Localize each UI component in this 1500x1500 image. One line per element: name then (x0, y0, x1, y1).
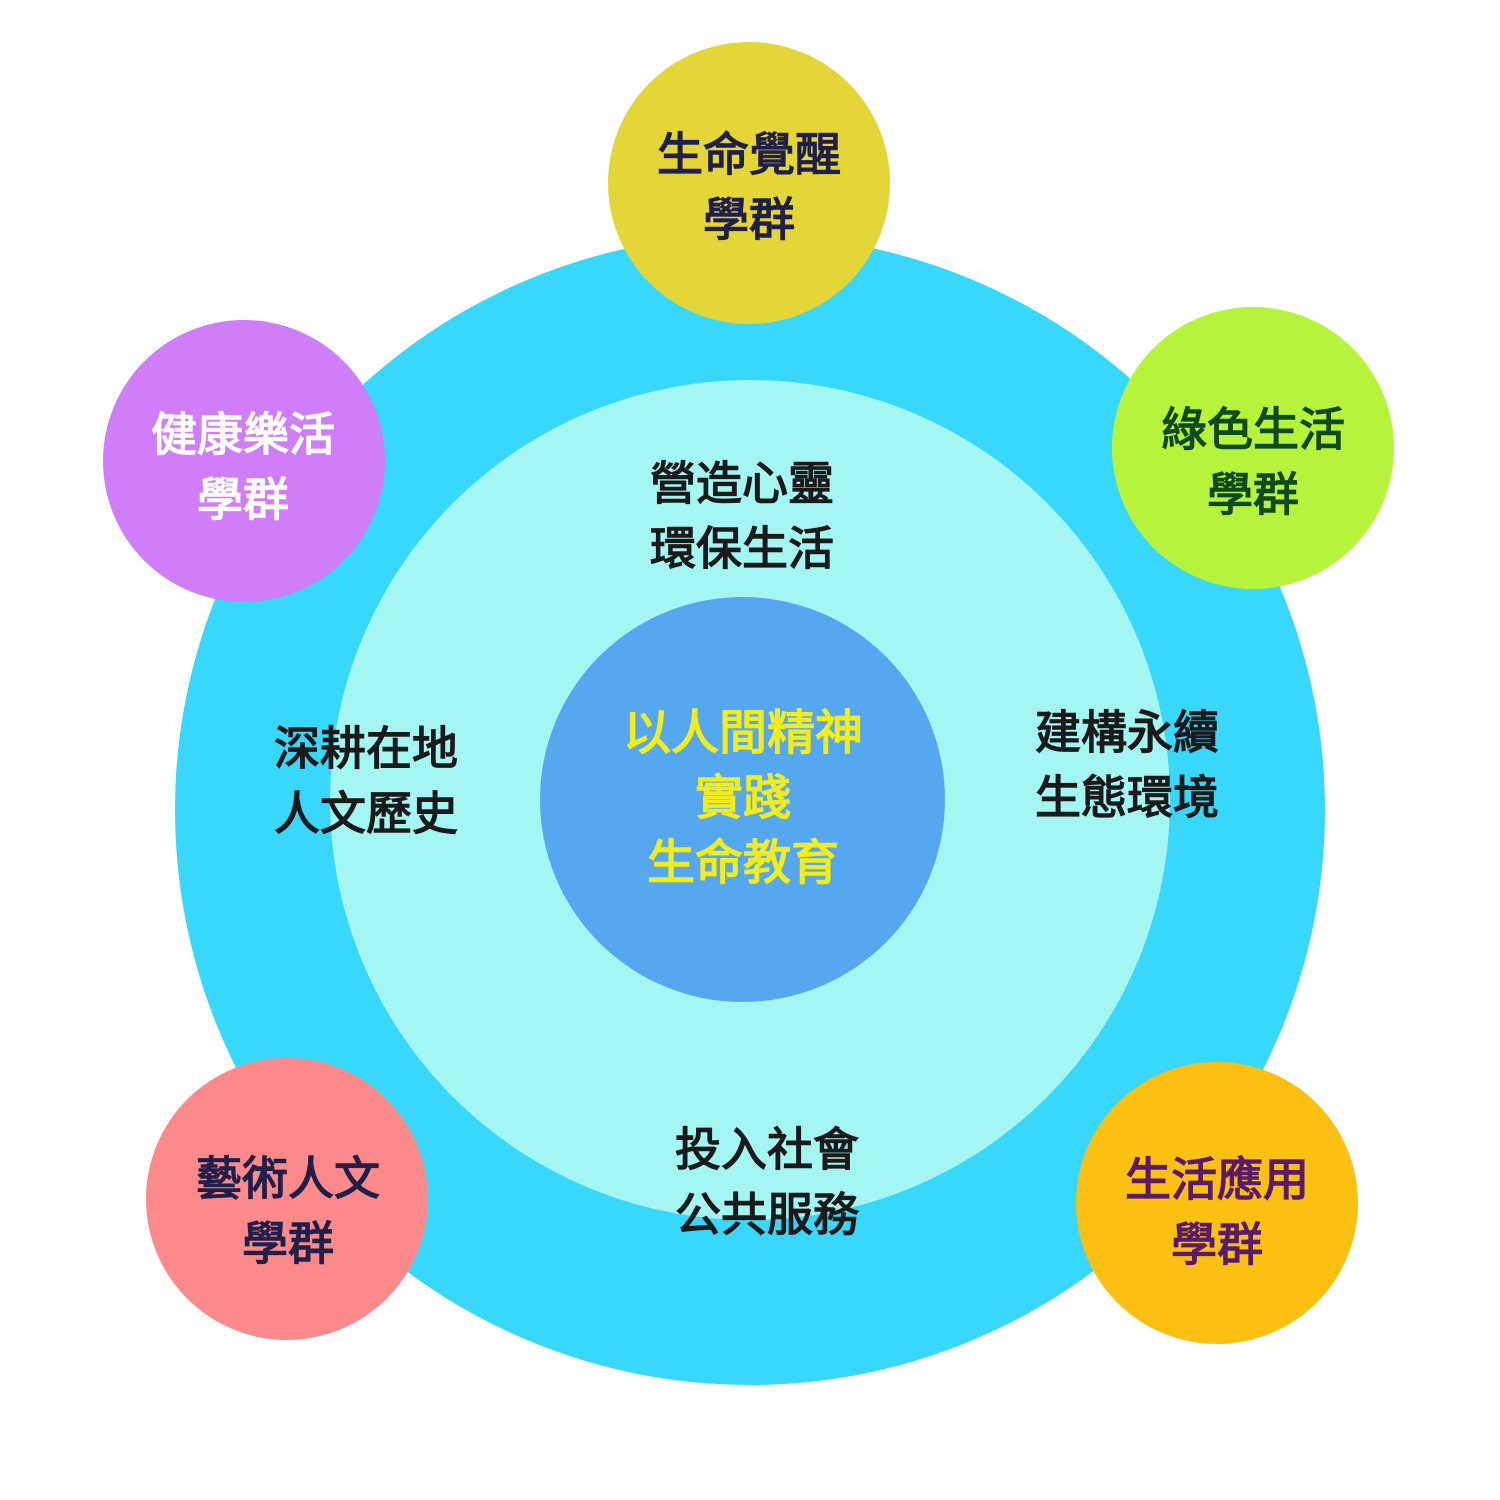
group-top-label: 生命覺醒 學群 (657, 123, 841, 254)
group-bottom-left-label: 藝術人文 學群 (196, 1147, 380, 1278)
group-node-top (608, 42, 890, 324)
group-node-left (103, 320, 385, 602)
theme-left: 深耕在地 人文歷史 (274, 717, 458, 848)
group-node-right (1112, 307, 1394, 589)
center-line-2: 實踐 (694, 769, 792, 826)
center-line-1: 以人間精神 (622, 704, 864, 761)
theme-bottom-line-2: 公共服務 (675, 1188, 859, 1242)
core-circle (540, 597, 945, 1002)
theme-right: 建構永續 生態環境 (1035, 701, 1219, 832)
theme-left-line-2: 人文歷史 (274, 787, 458, 841)
theme-right-line-2: 生態環境 (1035, 771, 1219, 825)
group-left-line-1: 健康樂活 (151, 407, 335, 462)
group-left-label: 健康樂活 學群 (151, 403, 335, 534)
group-right-line-1: 綠色生活 (1161, 402, 1345, 457)
theme-left-line-1: 深耕在地 (274, 721, 458, 776)
group-bottom-right-line-2: 學群 (1171, 1218, 1263, 1272)
group-bottom-left-line-2: 學群 (242, 1217, 334, 1271)
group-node-bottom-right (1076, 1062, 1358, 1344)
group-top-line-1: 生命覺醒 (657, 127, 841, 182)
group-top-line-2: 學群 (703, 193, 795, 247)
group-bottom-right-line-1: 生活應用 (1125, 1152, 1309, 1207)
group-right-line-2: 學群 (1207, 468, 1299, 522)
group-node-bottom-left (146, 1058, 428, 1340)
center-line-3: 生命教育 (646, 834, 840, 891)
theme-bottom: 投入社會 公共服務 (675, 1118, 859, 1249)
group-left-line-2: 學群 (197, 473, 289, 527)
theme-top-line-2: 環保生活 (650, 522, 834, 576)
theme-right-line-1: 建構永續 (1035, 705, 1219, 760)
theme-top: 營造心靈 環保生活 (650, 452, 834, 583)
group-right-label: 綠色生活 學群 (1161, 398, 1345, 529)
group-bottom-left-line-1: 藝術人文 (196, 1151, 380, 1206)
center-label: 以人間精神 實踐 生命教育 (623, 701, 863, 895)
theme-bottom-line-1: 投入社會 (675, 1122, 859, 1177)
group-bottom-right-label: 生活應用 學群 (1125, 1148, 1309, 1279)
theme-top-line-1: 營造心靈 (650, 456, 834, 511)
